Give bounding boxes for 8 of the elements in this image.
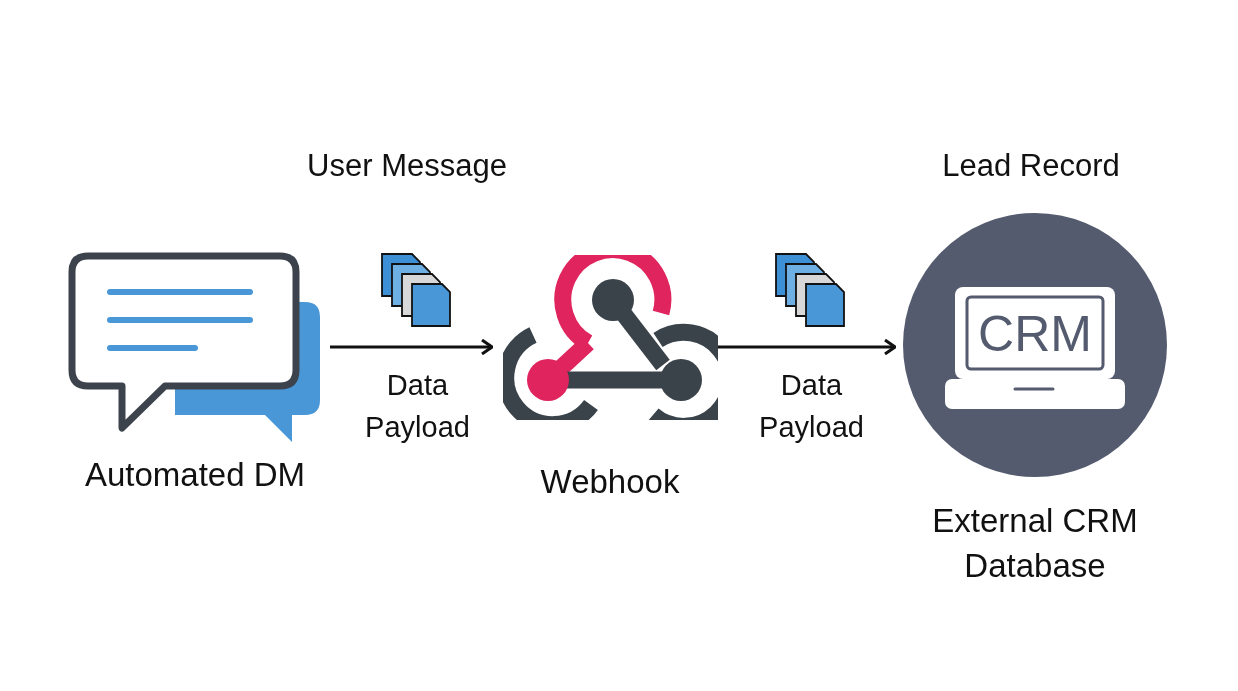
node-label: Automated DM [83,455,307,495]
node-label: Webhook [539,462,681,502]
node-label: External CRM Database [931,501,1139,586]
screen-text: CRM [977,309,1093,359]
arrow [715,338,897,356]
flow-label: Lead Record [942,148,1120,184]
flow-label: User Message [307,148,507,184]
arrow [330,338,494,356]
